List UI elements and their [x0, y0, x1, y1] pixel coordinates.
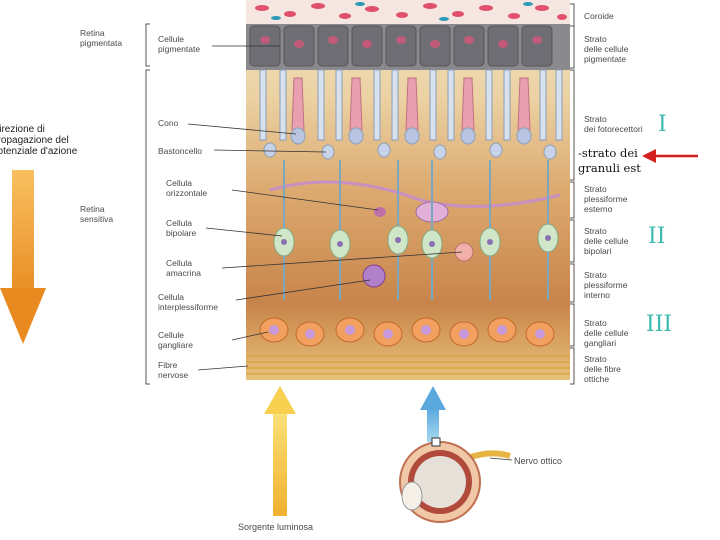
pigment-cell-row [246, 24, 570, 70]
light-source-arrow [264, 386, 296, 516]
optic-nerve-arrow [420, 386, 446, 442]
cono-label: Cono [158, 118, 178, 128]
left-brackets [146, 24, 150, 384]
strato-plessiforme-esterno-label: Strato plessiforme esterno [584, 184, 627, 214]
eye-illustration [400, 438, 510, 522]
cellula-interplessiforme-label: Cellula interplessiforme [158, 292, 218, 312]
strato-cellule-bipolari-label: Strato delle cellule bipolari [584, 226, 628, 256]
direction-label: Direzione di propagazione del potenziale… [0, 124, 77, 157]
roman-numeral-1: I [658, 112, 667, 137]
cellule-gangliari-label: Cellule gangliare [158, 330, 193, 350]
strato-plessiforme-interno-label: Strato plessiforme interno [584, 270, 627, 300]
layer-brackets [570, 4, 574, 384]
roman-numeral-3: III [646, 312, 672, 337]
retina-pigmentata-label: Retina pigmentata [80, 28, 122, 48]
bastoncello-label: Bastoncello [158, 146, 202, 156]
interplexiform-cell [363, 265, 385, 287]
sorgente-luminosa-label: Sorgente luminosa [238, 522, 313, 532]
strato-fotorecettori-label: Strato dei fotorecettori [584, 114, 643, 134]
cellula-orizzontale-label: Cellula orizzontale [166, 178, 207, 198]
handwritten-note: -strato dei granuli est [578, 146, 641, 176]
strato-cellule-pigmentate-label: Strato delle cellule pigmentate [584, 34, 628, 64]
cellule-pigmentate-label: Cellule pigmentate [158, 34, 200, 54]
nervo-ottico-label: Nervo ottico [514, 456, 562, 466]
fibre-nervose-label: Fibre nervose [158, 360, 188, 380]
roman-numeral-2: II [648, 224, 665, 249]
strato-cellule-gangliari-label: Strato delle cellule gangliari [584, 318, 628, 348]
cellula-bipolare-label: Cellula bipolare [166, 218, 196, 238]
retina-sensitiva-label: Retina sensitiva [80, 204, 113, 224]
signal-direction-arrow [0, 170, 46, 344]
annotation-arrow [642, 149, 698, 163]
coroide-label: Coroide [584, 11, 614, 21]
strato-fibre-ottiche-label: Strato delle fibre ottiche [584, 354, 621, 384]
cellula-amacrina-label: Cellula amacrina [166, 258, 201, 278]
